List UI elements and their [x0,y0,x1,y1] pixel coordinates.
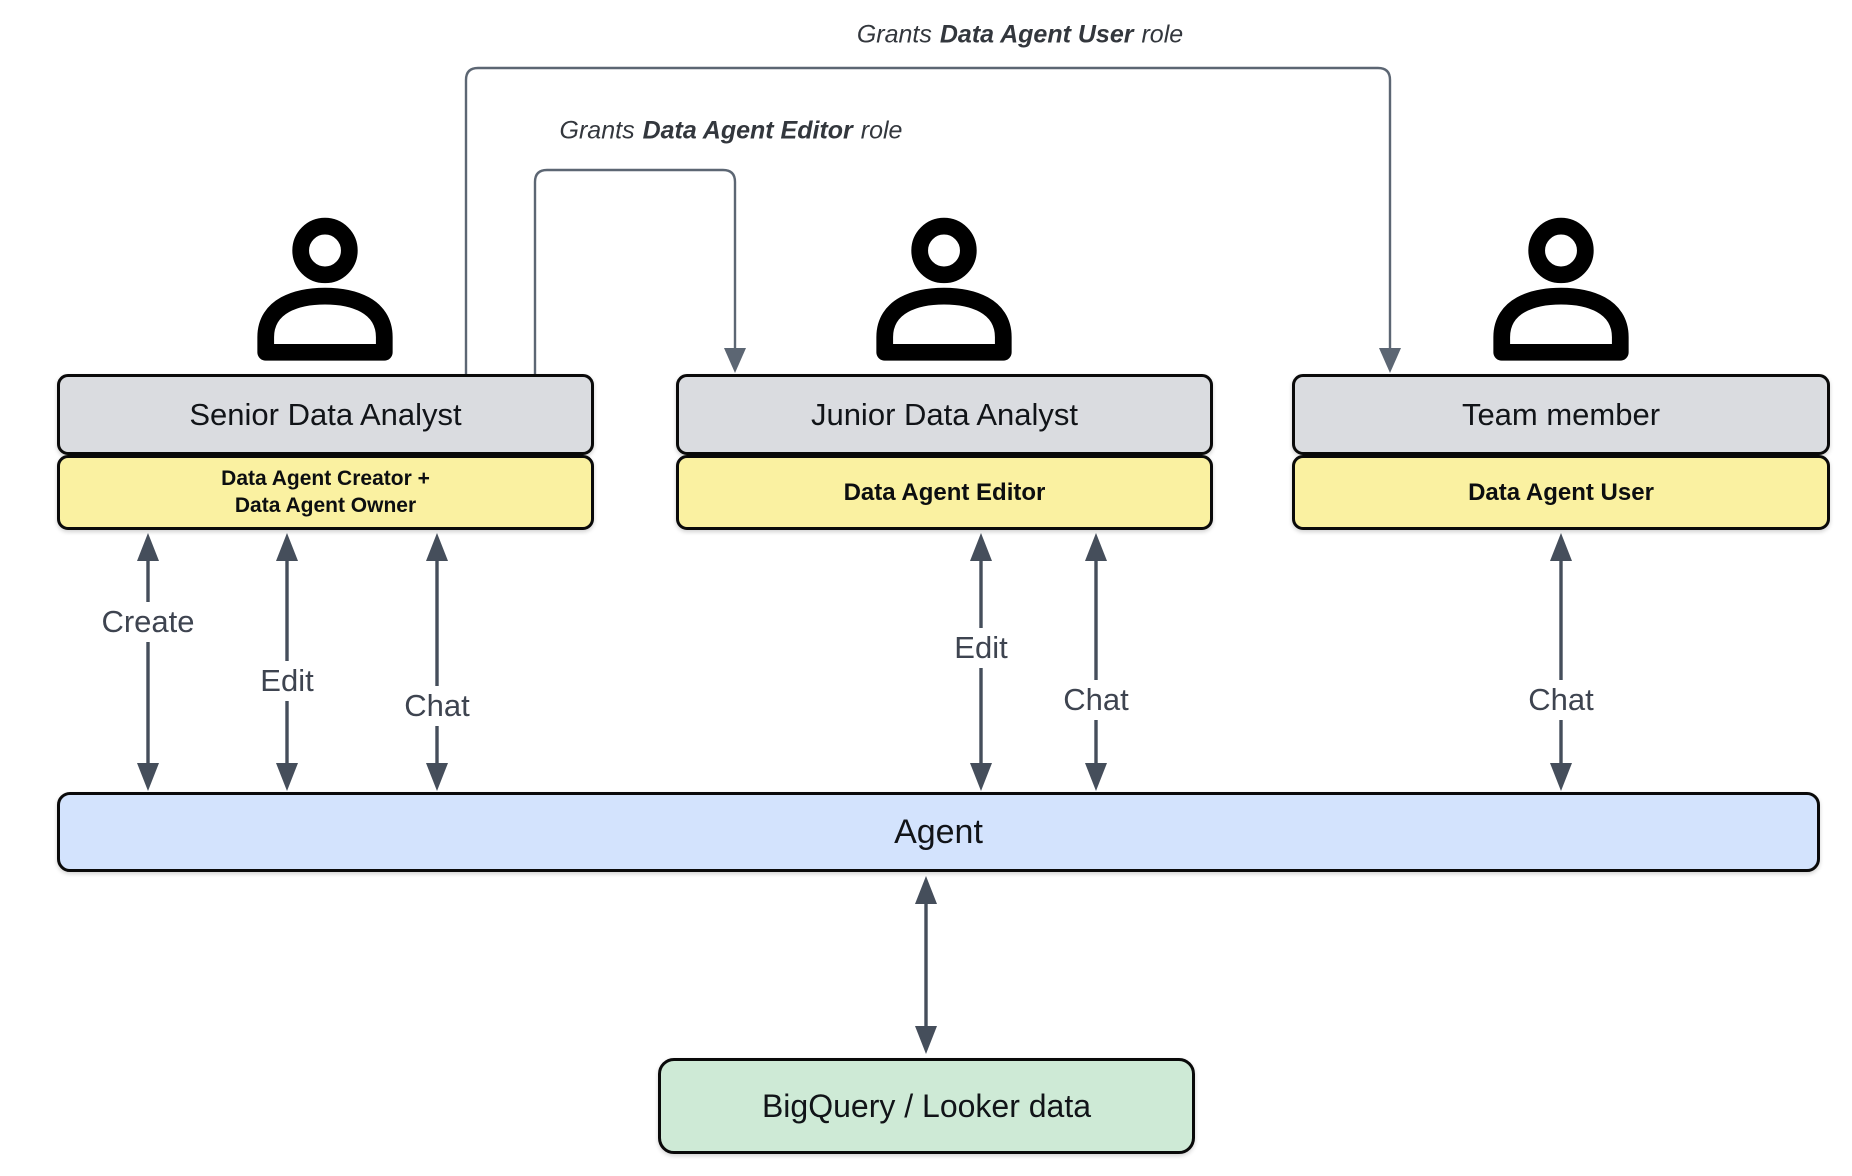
agent-bar: Agent [57,792,1820,872]
senior-role-box: Data Agent Creator + Data Agent Owner [57,455,594,530]
role-line: Data Agent Owner [234,493,417,517]
role-line: Data Agent User [1468,478,1654,506]
chat-label-team: Chat [1520,680,1602,720]
edit-label-senior: Edit [252,661,322,701]
chat-arrow-team [1550,533,1572,791]
arrowhead-up-icon [1550,533,1572,561]
arrowhead-up-icon [137,533,159,561]
role-line: Data Agent Editor [843,478,1046,506]
grant-label-prefix: Grants [856,20,932,49]
chat-label-junior: Chat [1055,680,1137,720]
grant-editor-label: Grants Data Agent Editor role [560,117,903,146]
role-line: Data Agent Creator + [221,467,430,491]
grant-label-prefix: Grants [559,116,635,145]
arrowhead-down-icon [426,763,448,791]
create-label: Create [93,602,203,642]
arrowhead-down-icon [1550,763,1572,791]
arrowhead-down-icon [970,763,992,791]
team-member-box: Team member [1292,374,1830,455]
data-store-box: BigQuery / Looker data [658,1058,1195,1154]
grant-label-suffix: role [860,116,903,145]
grant-label-suffix: role [1141,20,1184,49]
agent-label: Agent [894,812,983,851]
actor-title: Team member [1461,396,1661,432]
arrowhead-up-icon [1085,533,1107,561]
person-icon [257,217,393,361]
actor-title: Senior Data Analyst [189,396,462,432]
grant-editor-connector [533,168,746,374]
person-icon [1493,217,1629,361]
arrowhead-down-icon [724,348,746,373]
arrowhead-down-icon [137,763,159,791]
arrowhead-up-icon [915,876,937,904]
arrowhead-down-icon [1085,763,1107,791]
actor-title: Junior Data Analyst [810,396,1079,432]
person-icon [876,217,1012,361]
arrowhead-down-icon [1379,348,1401,373]
create-arrow-senior [137,533,159,791]
team-role-box: Data Agent User [1292,455,1830,530]
edit-label-junior: Edit [946,628,1016,668]
arrowhead-up-icon [970,533,992,561]
arrowhead-down-icon [276,763,298,791]
junior-role-box: Data Agent Editor [676,455,1213,530]
data-store-label: BigQuery / Looker data [761,1087,1092,1124]
arrowhead-up-icon [426,533,448,561]
grant-label-role: Data Agent User [939,20,1134,49]
grant-user-label: Grants Data Agent User role [857,21,1183,50]
senior-analyst-box: Senior Data Analyst [57,374,594,455]
chat-arrow-senior [426,533,448,791]
chat-arrow-junior [1085,533,1107,791]
arrowhead-down-icon [915,1026,937,1054]
grant-label-role: Data Agent Editor [642,116,853,145]
agent-data-arrow [915,876,937,1054]
arrowhead-up-icon [276,533,298,561]
chat-label-senior: Chat [396,686,478,726]
junior-analyst-box: Junior Data Analyst [676,374,1213,455]
